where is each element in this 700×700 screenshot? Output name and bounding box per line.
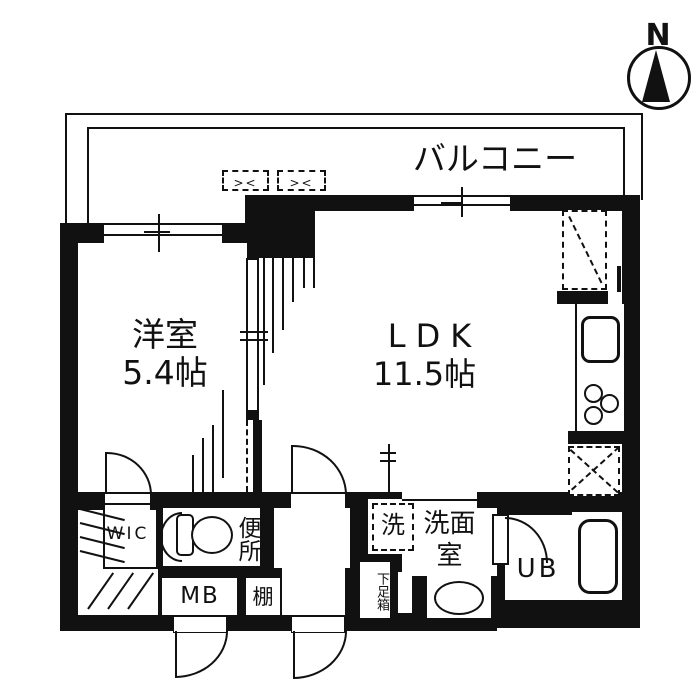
washroom-opening-line [402,499,477,501]
window-tick [380,460,396,462]
ldk-door-leaf [291,445,293,494]
partition-tick [240,339,268,341]
stove-burner [584,384,603,403]
shelf-label: 棚 [252,585,274,609]
wall-center-block [245,195,315,258]
partition-line [272,258,274,353]
wic-label: WIC [106,524,150,544]
sliding-partition [246,258,259,413]
ldk-name: LDK [387,317,482,355]
compass-north-label: N [645,18,671,53]
ldk-size: 11.5帖 [372,355,477,393]
washer-space [372,503,414,551]
washer-label: 洗 [381,511,405,539]
shoe-box [360,562,390,618]
ldk-door-gap [291,494,345,510]
laundry-bracket-icon: >< [277,170,326,191]
meter-box [162,578,237,615]
meter-box-label: MB [180,583,220,609]
partition-line [313,258,315,288]
washroom [402,508,497,576]
partition-line [303,258,305,288]
partition-tick [240,331,268,333]
laundry-bracket-mark: >< [289,176,314,190]
refrigerator-space [562,210,607,290]
compass-needle-icon [642,50,670,102]
wall-top-west-b [222,223,247,243]
vanity-sink [434,581,484,615]
window-tick [158,214,160,252]
entrance-door-arc [293,631,347,679]
partition-line [222,390,224,478]
wall-top-ldk-a [315,195,414,211]
partition-line [282,258,284,330]
washroom-label-1: 洗面 [423,509,476,539]
kitchen-wall-b [568,431,622,444]
laundry-bracket-icon: >< [222,170,269,191]
window-tick [441,202,463,204]
wic-inner-box [103,503,158,569]
partition-line [202,438,204,492]
cabinet-space [568,446,620,496]
hall-lower [282,568,345,615]
washroom-label-2: 室 [436,541,463,571]
western-door-gap [105,494,150,510]
meter-box-door-arc [175,631,228,678]
unit-bath-label: UB [516,554,560,584]
western-room-size: 5.4帖 [122,353,208,392]
western-door-leaf [105,452,107,494]
balcony-outer-line [65,113,643,200]
partition-line [192,455,194,492]
bathtub [578,519,618,594]
kitchen-wall-a [557,291,608,304]
wic-room [78,510,158,615]
western-room-name: 洋室 [132,315,198,354]
partition-line [263,258,265,385]
laundry-bracket-mark: >< [233,176,258,190]
sliding-partition-track [246,420,248,492]
stove-burner [600,394,619,413]
hall-upper [274,508,350,568]
sliding-partition-bar [253,420,262,492]
partition-line [292,258,294,302]
wall-notch [617,266,621,292]
hall-strip [398,572,412,613]
window-tick [388,444,390,494]
toilet-label: 便所 [234,516,260,562]
shelf-box [246,578,280,615]
partition-line [212,425,214,492]
balcony-label: バルコニー [412,139,578,178]
window-tick [380,452,396,454]
compass-circle [627,46,691,110]
shoe-box-label: 下足箱 [374,571,389,611]
stove-burner [584,406,603,425]
wall-top-ldk-b [510,195,640,211]
balcony-inner-line [87,127,625,200]
balcony-outer-left-seg [65,198,67,226]
toilet-bowl [191,516,233,554]
western-room [78,243,247,492]
window-tick [144,231,170,233]
sliding-partition-cap [246,410,259,420]
balcony-inner-left-seg [87,198,89,226]
kitchen-sink [581,316,620,363]
